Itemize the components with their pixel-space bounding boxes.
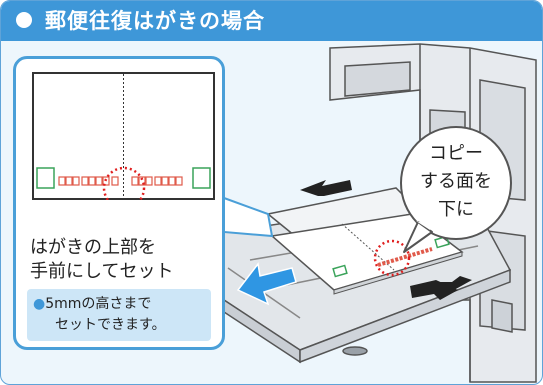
guide-arrows [300,180,472,300]
panel-title: 郵便往復はがきの場合 [45,9,265,33]
postal-code-boxes-left [58,176,119,186]
capacity-note: ●5mmの高さまで セットできます。 [27,289,211,341]
caption-line-2: 手前にしてセット [30,261,174,282]
insert-direction-arrow [236,262,297,306]
postcard-diagram [32,72,215,200]
postal-box-left [36,167,55,189]
bubble-line-1: コピー [429,143,483,164]
bubble-line-2: する面を [420,171,492,192]
panel-header: 郵便往復はがきの場合 [1,1,542,41]
highlight-circle [102,166,146,200]
bullet-icon: ● [33,296,46,312]
orientation-caption: はがきの上部を 手前にしてセット [30,236,173,284]
note-line-1: ●5mmの高さまで [33,293,151,313]
bubble-line-3: 下に [438,199,474,220]
caption-line-1: はがきの上部を [30,237,156,258]
note-line-2: セットできます。 [55,317,166,333]
bubble-text: コピー する面を 下に [402,140,510,224]
copy-side-bubble: コピー する面を 下に [400,126,512,240]
postal-box-right [192,167,211,189]
note-text-1: 5mmの高さまで [45,296,152,312]
bullet-circle-icon [16,12,32,28]
postal-code-boxes-right [131,176,183,186]
